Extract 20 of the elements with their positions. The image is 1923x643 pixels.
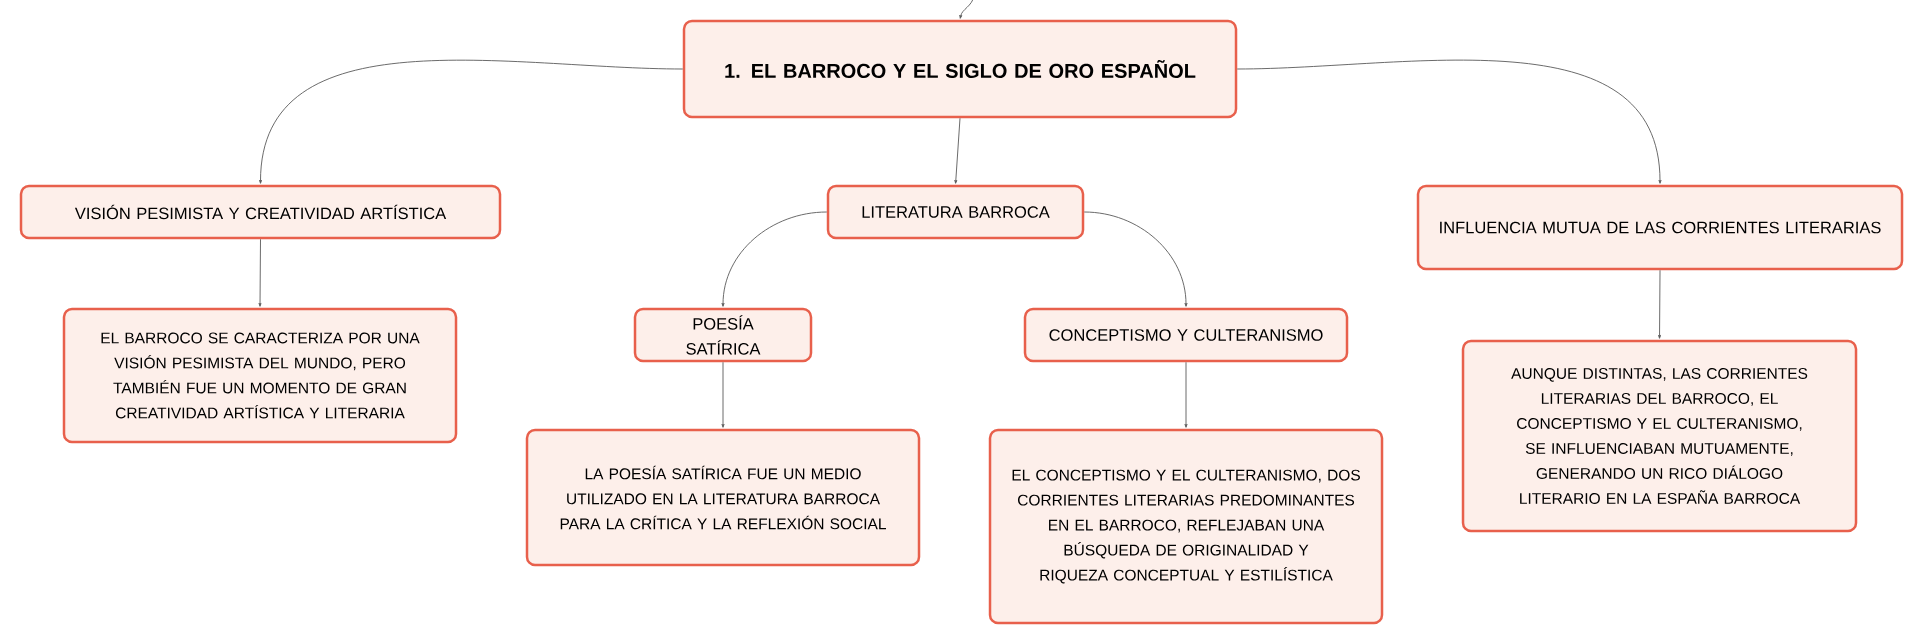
connector-arrow: [721, 361, 725, 428]
connector-arrow: [1658, 269, 1661, 339]
connector-arrow: [959, 0, 975, 19]
connector-arrow: [721, 211, 828, 307]
text-box: LA POESÍA SATÍRICA FUE UN MEDIO UTILIZADO EN LA LITERATURA BARROCA PARA LA CRÍTICA Y LA REFLEXIÓN SOCIAL: [525, 428, 921, 567]
connector-arrow: [1184, 361, 1188, 428]
title-box: 1. EL BARROCO Y EL SIGLO DE ORO ESPAÑOL: [682, 19, 1238, 119]
topic-box: LITERATURA BARROCA: [826, 184, 1085, 240]
topic-box: VISIÓN PESIMISTA Y CREATIVIDAD ARTÍSTICA: [19, 184, 502, 240]
topic-box: CONCEPTISMO Y CULTERANISMO: [1023, 307, 1349, 363]
text-box: EL CONCEPTISMO Y EL CULTERANISMO, DOS CORRIENTES LITERARIAS PREDOMINANTES EN EL BARROCO, REFLEJABAN UNA BÚSQUEDA DE ORIGINALIDAD Y RIQUEZA CONCEPTUAL Y ESTILÍSTICA: [988, 428, 1384, 625]
text-box: EL BARROCO SE CARACTERIZA POR UNA VISIÓN PESIMISTA DEL MUNDO, PERO TAMBIÉN FUE UN MOMENTO DE GRAN CREATIVIDAD ARTÍSTICA Y LITERARIA: [62, 307, 458, 444]
connector-arrow: [258, 238, 262, 307]
connector-arrow: [1083, 211, 1188, 307]
connector-arrow: [1236, 59, 1662, 184]
connector-arrow: [259, 59, 684, 184]
topic-box: INFLUENCIA MUTUA DE LAS CORRIENTES LITERARIAS: [1416, 184, 1904, 271]
connector-arrow: [954, 117, 961, 184]
topic-box: POESÍA SATÍRICA: [633, 307, 813, 363]
text-box: AUNQUE DISTINTAS, LAS CORRIENTES LITERARIAS DEL BARROCO, EL CONCEPTISMO Y EL CULTERANISMO, SE INFLUENCIABAN MUTUAMENTE, GENERANDO UN RICO DIÁLOGO LITERARIO EN LA ESPAÑA BARROCA: [1461, 339, 1858, 533]
